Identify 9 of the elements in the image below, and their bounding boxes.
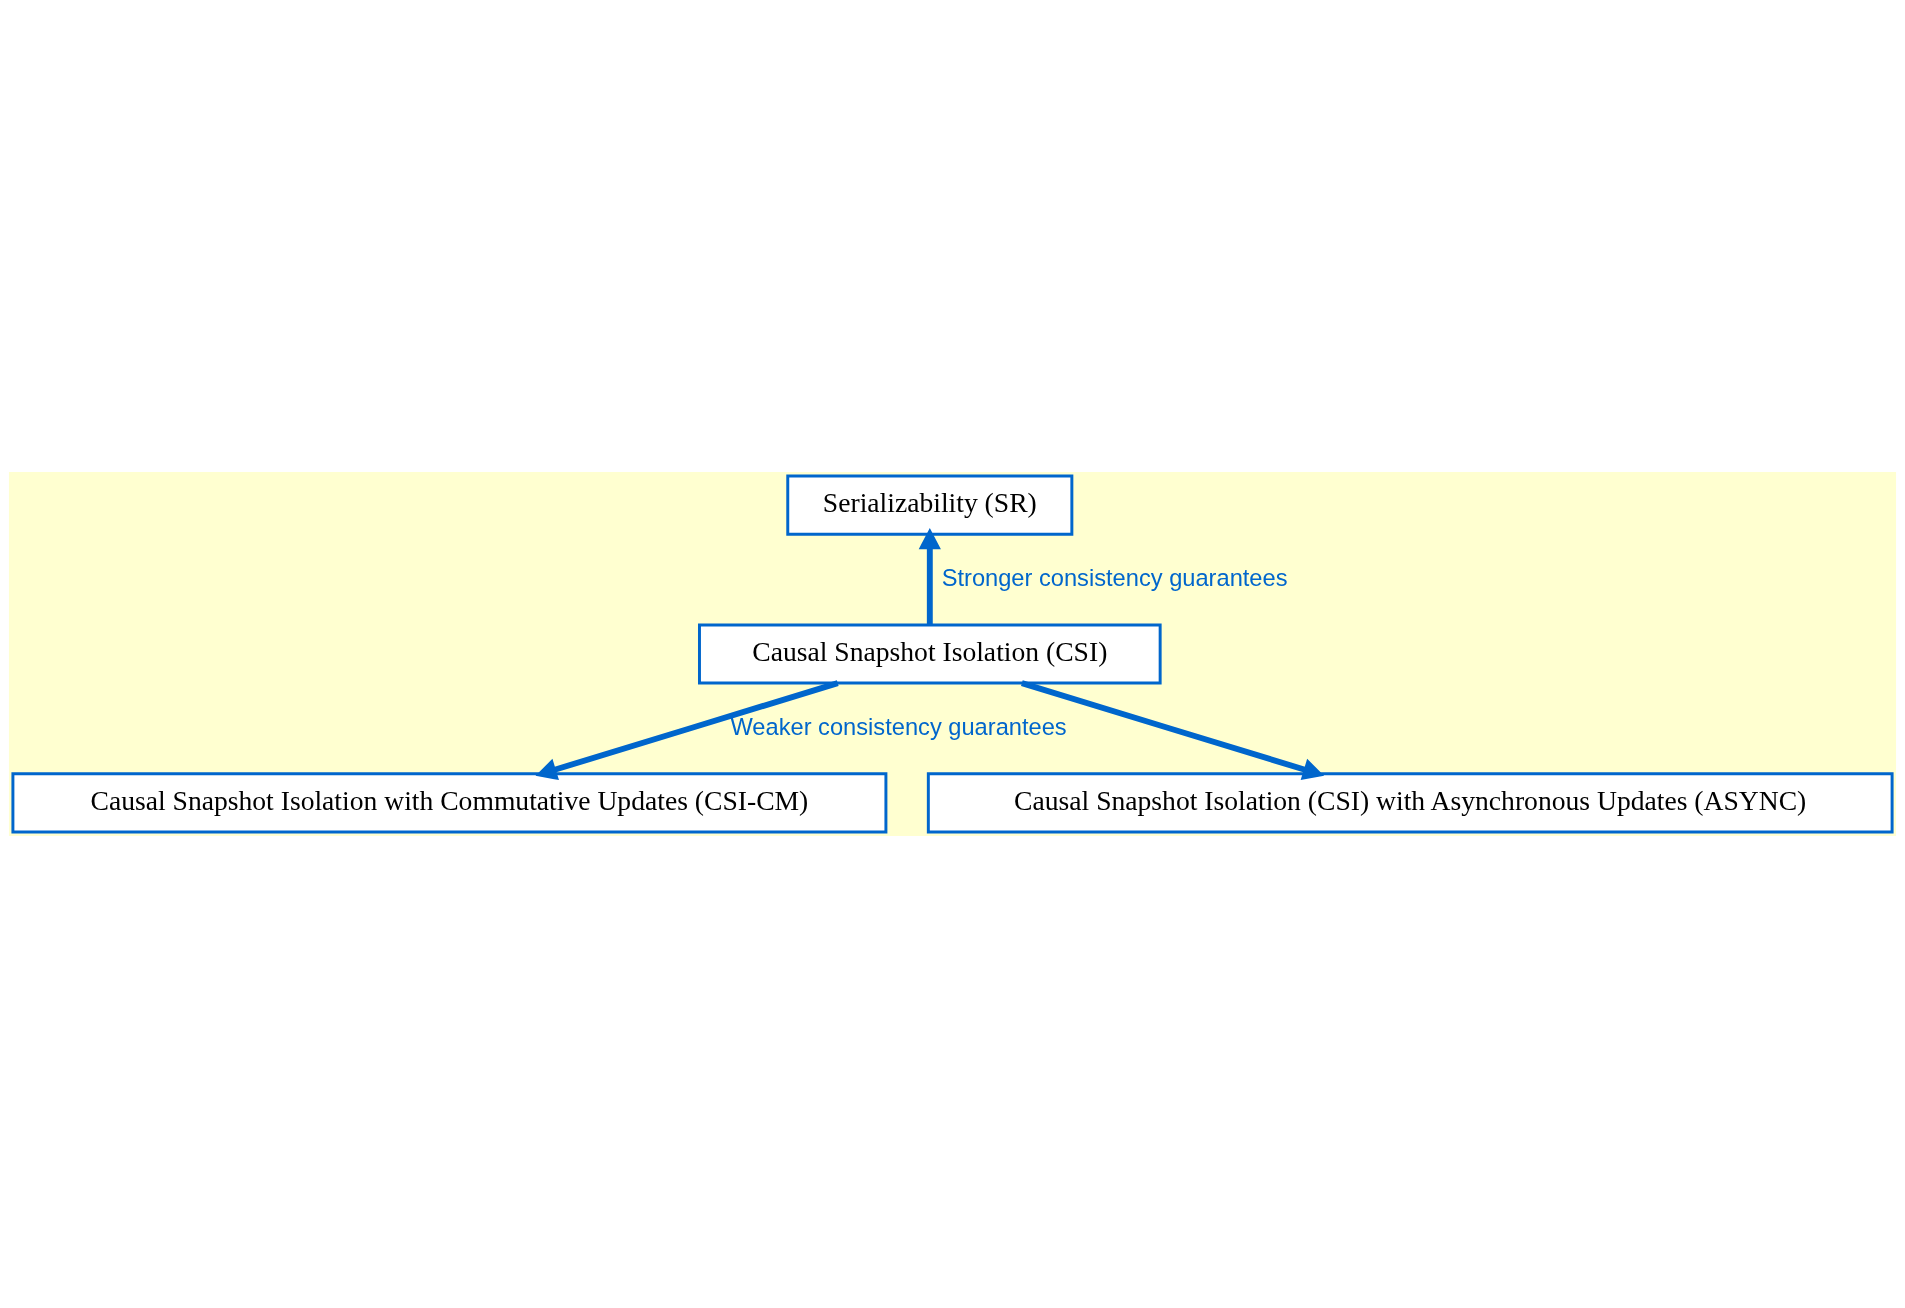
node-box: Serializability (SR) (786, 474, 1074, 536)
node-box: Causal Snapshot Isolation (CSI) (698, 623, 1162, 685)
edge-label: Stronger consistency guarantees (941, 564, 1288, 591)
arrow (535, 680, 839, 781)
arrow (1021, 680, 1325, 781)
node-box: Causal Snapshot Isolation with Commutative Updates (CSI-CM) (11, 772, 888, 834)
edge-label: Weaker consistency guarantees (730, 713, 1067, 740)
node-box: Causal Snapshot Isolation (CSI) with Asynchronous Updates (ASYNC) (926, 772, 1894, 834)
arrow (918, 528, 941, 625)
